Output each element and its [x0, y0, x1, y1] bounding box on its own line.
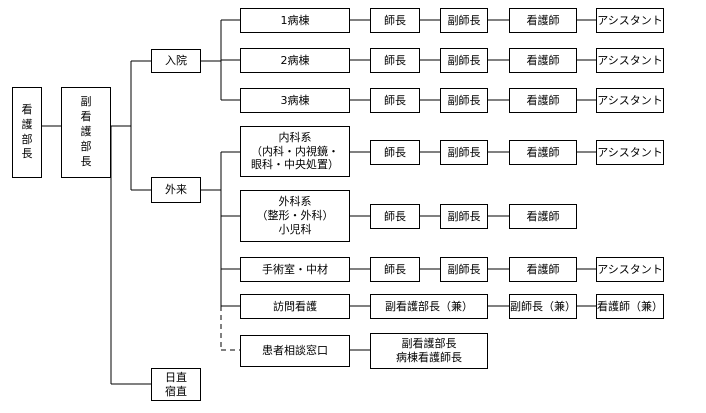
- role-box: アシスタント: [596, 140, 664, 165]
- role-box: アシスタント: [596, 257, 664, 282]
- night-duty-box: 日直 宿直: [151, 368, 201, 401]
- unit-name-line: 小児科: [278, 222, 312, 236]
- role-box: 看護師（兼）: [596, 294, 664, 319]
- role-label: 副看護部長（兼）: [385, 299, 473, 313]
- role-box: 副師長（兼）: [509, 294, 577, 319]
- home-nursing-box: 訪問看護: [240, 294, 350, 319]
- inpatient-label: 入院: [165, 54, 187, 68]
- ward-name: 1病棟: [280, 13, 310, 27]
- role-box: 看護師: [509, 48, 577, 73]
- director-box: 看 護 部 長: [12, 87, 42, 178]
- role-label: アシスタント: [597, 145, 663, 159]
- role-label: 師長: [384, 145, 406, 159]
- role-box: 師長: [370, 204, 420, 229]
- role-box: 副看護部長（兼）: [370, 294, 488, 319]
- director-char: 護: [21, 117, 33, 131]
- role-box: 副師長: [440, 140, 488, 165]
- role-box: アシスタント: [596, 48, 664, 73]
- director-char: 部: [21, 132, 33, 146]
- role-box: 副師長: [440, 204, 488, 229]
- role-label: 副師長（兼）: [510, 299, 576, 313]
- role-box: 看護師: [509, 140, 577, 165]
- director-char: 看: [21, 102, 33, 116]
- role-label: アシスタント: [597, 13, 663, 27]
- role-label: 師長: [384, 13, 406, 27]
- night-duty-label: 日直: [165, 370, 187, 384]
- ward-name: 2病棟: [280, 53, 310, 67]
- role-label: 看護師（兼）: [597, 299, 663, 313]
- outpatient-box: 外来: [151, 177, 201, 203]
- ward-name: 3病棟: [280, 93, 310, 107]
- surgery-box: 外科系 （整形・外科） 小児科: [240, 190, 350, 242]
- role-label: 看護師: [526, 262, 560, 276]
- role-box: アシスタント: [596, 8, 664, 33]
- ward-box: 2病棟: [240, 48, 350, 73]
- role-label: 副看護部長: [401, 337, 457, 351]
- role-label: 看護師: [526, 13, 560, 27]
- role-label: アシスタント: [597, 93, 663, 107]
- role-label: 病棟看護師長: [396, 351, 462, 364]
- role-label: 師長: [384, 209, 406, 223]
- deputy-box: 副 看 護 部 長: [61, 87, 111, 178]
- role-box: 師長: [370, 140, 420, 165]
- role-box: 師長: [370, 88, 420, 113]
- role-box: 看護師: [509, 8, 577, 33]
- role-box: 師長: [370, 48, 420, 73]
- deputy-char: 看: [80, 110, 92, 124]
- role-box: 副師長: [440, 48, 488, 73]
- role-box: 副師長: [440, 257, 488, 282]
- director-char: 長: [21, 147, 33, 161]
- role-label: 看護師: [526, 209, 560, 223]
- role-label: 副師長: [447, 93, 481, 107]
- unit-name-line: 外科系: [278, 195, 312, 209]
- deputy-char: 長: [80, 154, 92, 168]
- deputy-char: 護: [80, 125, 92, 139]
- deputy-char: 副: [80, 95, 92, 109]
- role-box: 看護師: [509, 204, 577, 229]
- role-label: 副師長: [447, 53, 481, 67]
- role-box: 副師長: [440, 8, 488, 33]
- deputy-char: 部: [80, 139, 92, 153]
- role-label: 副師長: [447, 13, 481, 27]
- role-label: 看護師: [526, 145, 560, 159]
- role-label: 副師長: [447, 209, 481, 223]
- role-box: 師長: [370, 257, 420, 282]
- role-label: アシスタント: [597, 53, 663, 67]
- role-label: 看護師: [526, 93, 560, 107]
- role-box: 副師長: [440, 88, 488, 113]
- inpatient-box: 入院: [151, 49, 201, 73]
- unit-name-line: 訪問看護: [273, 299, 317, 313]
- role-label: アシスタント: [597, 262, 663, 276]
- role-box: 看護師: [509, 257, 577, 282]
- role-box: 師長: [370, 8, 420, 33]
- unit-name-line: 内科系: [278, 130, 312, 144]
- role-box: アシスタント: [596, 88, 664, 113]
- unit-name-line: （内科・内視鏡・: [251, 144, 339, 158]
- role-label: 師長: [384, 262, 406, 276]
- unit-name-line: 眼科・中央処置）: [251, 158, 339, 172]
- role-label: 副師長: [447, 145, 481, 159]
- outpatient-label: 外来: [165, 183, 187, 197]
- unit-name-line: 手術室・中材: [262, 262, 328, 276]
- role-box: 副看護部長 病棟看護師長: [370, 333, 488, 369]
- patient-consultation-box: 患者相談窓口: [240, 335, 350, 367]
- ward-box: 3病棟: [240, 88, 350, 113]
- ward-box: 1病棟: [240, 8, 350, 33]
- role-box: 看護師: [509, 88, 577, 113]
- night-duty-label: 宿直: [165, 384, 187, 398]
- role-label: 看護師: [526, 53, 560, 67]
- unit-name-line: （整形・外科）: [256, 209, 334, 223]
- role-label: 副師長: [447, 262, 481, 276]
- unit-name-line: 患者相談窓口: [262, 344, 328, 358]
- role-label: 師長: [384, 93, 406, 107]
- internal-medicine-box: 内科系 （内科・内視鏡・ 眼科・中央処置）: [240, 126, 350, 177]
- operating-room-box: 手術室・中材: [240, 257, 350, 282]
- role-label: 師長: [384, 53, 406, 67]
